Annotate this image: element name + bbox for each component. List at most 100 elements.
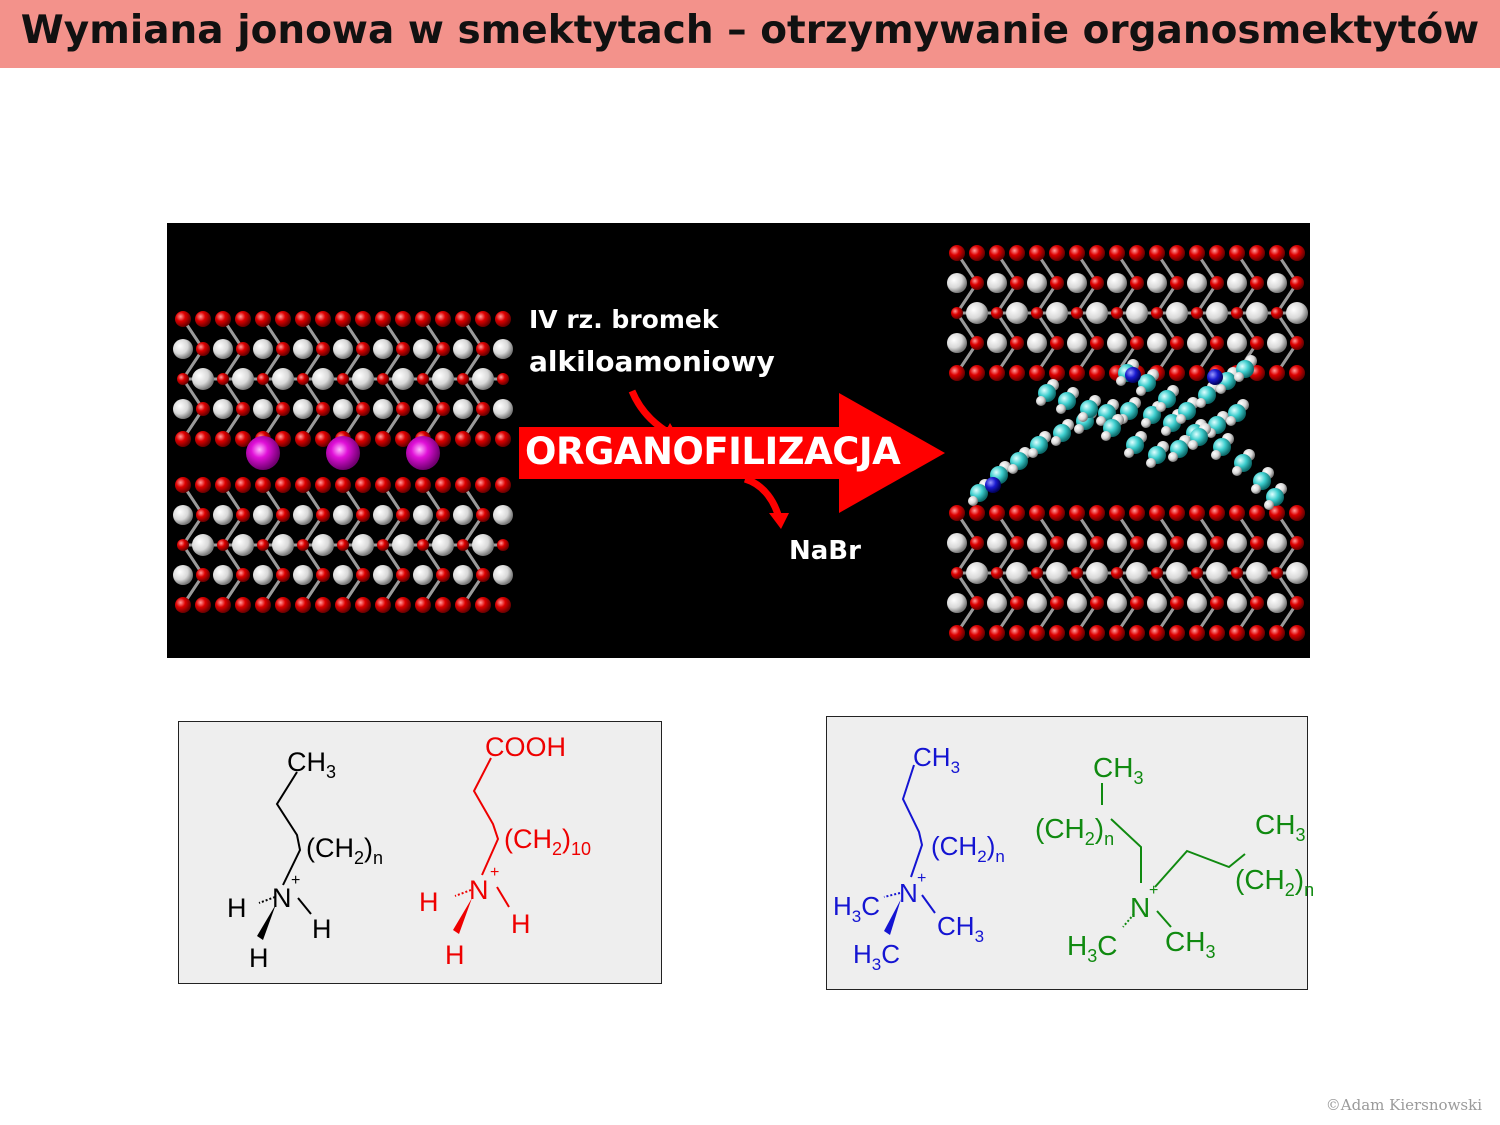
silicon-atom bbox=[413, 339, 433, 359]
oxygen-atom bbox=[355, 477, 371, 493]
oxygen-atom bbox=[235, 597, 251, 613]
hydrogen-atom bbox=[1188, 440, 1198, 450]
oxygen-atom bbox=[1269, 625, 1285, 641]
black-molecule-bonds bbox=[275, 771, 312, 915]
oxygen-atom bbox=[295, 311, 311, 327]
oxygen-atom bbox=[455, 311, 471, 327]
oxygen-atom bbox=[1071, 567, 1083, 579]
oxygen-atom bbox=[1169, 365, 1185, 381]
oxygen-atom bbox=[1269, 365, 1285, 381]
oxygen-atom bbox=[417, 539, 429, 551]
oxygen-atom bbox=[315, 311, 331, 327]
silicon-atom bbox=[253, 505, 273, 525]
oxygen-atom bbox=[1029, 245, 1045, 261]
silicon-atom bbox=[1227, 593, 1247, 613]
oxygen-atom bbox=[1210, 276, 1224, 290]
oxygen-atom bbox=[1089, 505, 1105, 521]
oxygen-atom bbox=[215, 477, 231, 493]
oxygen-atom bbox=[1289, 505, 1305, 521]
oxygen-atom bbox=[335, 311, 351, 327]
silicon-atom bbox=[1107, 333, 1127, 353]
oxygen-atom bbox=[949, 245, 965, 261]
oxygen-atom bbox=[1271, 567, 1283, 579]
oxygen-atom bbox=[1109, 625, 1125, 641]
oxygen-atom bbox=[951, 307, 963, 319]
green-h3c-label: H3C bbox=[1067, 930, 1117, 966]
oxygen-atom bbox=[235, 477, 251, 493]
aluminium-atom bbox=[432, 534, 454, 556]
hydrogen-atom bbox=[1168, 452, 1178, 462]
oxygen-atom bbox=[195, 477, 211, 493]
aluminium-atom bbox=[1126, 562, 1148, 584]
oxygen-atom bbox=[435, 597, 451, 613]
oxygen-atom bbox=[196, 342, 210, 356]
red-n-atom: N bbox=[469, 875, 489, 905]
silicon-atom bbox=[213, 399, 233, 419]
silicon-atom bbox=[333, 399, 353, 419]
silicon-atom bbox=[947, 593, 967, 613]
oxygen-atom bbox=[276, 568, 290, 582]
oxygen-atom bbox=[395, 311, 411, 327]
oxygen-atom bbox=[417, 373, 429, 385]
blue-chain-label: (CH2)n bbox=[931, 831, 1005, 866]
oxygen-atom bbox=[1090, 276, 1104, 290]
organophilization-arrow bbox=[519, 393, 945, 513]
red-molecule-bonds bbox=[472, 757, 510, 908]
oxygen-atom bbox=[455, 597, 471, 613]
black-h-atom-bottom: H bbox=[249, 943, 269, 973]
oxygen-atom bbox=[275, 477, 291, 493]
red-plus-sign: + bbox=[490, 864, 499, 881]
silicon-atom bbox=[947, 333, 967, 353]
oxygen-atom bbox=[275, 311, 291, 327]
oxygen-atom bbox=[1170, 336, 1184, 350]
copyright-notice: ©Adam Kiersnowski bbox=[1325, 1096, 1482, 1114]
oxygen-atom bbox=[969, 505, 985, 521]
oxygen-atom bbox=[1049, 505, 1065, 521]
oxygen-atom bbox=[1111, 307, 1123, 319]
silicon-atom bbox=[1107, 593, 1127, 613]
oxygen-atom bbox=[1009, 365, 1025, 381]
oxygen-atom bbox=[295, 597, 311, 613]
oxygen-atom bbox=[1010, 336, 1024, 350]
oxygen-atom bbox=[1010, 536, 1024, 550]
blue-plus-sign: + bbox=[917, 870, 926, 887]
hydrogen-atom bbox=[1176, 414, 1186, 424]
quaternary-ammonium-structures: CH3 (CH2)n + N H3C CH3 H3C CH3 (CH2)n CH… bbox=[826, 716, 1314, 990]
oxygen-atom bbox=[1111, 567, 1123, 579]
silicon-atom bbox=[253, 399, 273, 419]
oxygen-atom bbox=[1189, 365, 1205, 381]
red-wedge-bond bbox=[453, 898, 472, 934]
silicon-atom bbox=[1267, 533, 1287, 553]
oxygen-atom bbox=[1289, 245, 1305, 261]
oxygen-atom bbox=[375, 477, 391, 493]
nitrogen-atom bbox=[1125, 367, 1141, 383]
silicon-atom bbox=[293, 505, 313, 525]
oxygen-atom bbox=[436, 508, 450, 522]
silicon-atom bbox=[1027, 273, 1047, 293]
oxygen-atom bbox=[257, 539, 269, 551]
silicon-atom bbox=[1067, 333, 1087, 353]
silicon-atom bbox=[1187, 333, 1207, 353]
oxygen-atom bbox=[236, 342, 250, 356]
silicon-atom bbox=[253, 565, 273, 585]
oxygen-atom bbox=[1149, 625, 1165, 641]
oxygen-atom bbox=[1010, 596, 1024, 610]
aluminium-atom bbox=[192, 534, 214, 556]
silicon-atom bbox=[213, 505, 233, 525]
process-label: ORGANOFILIZACJA bbox=[525, 430, 901, 473]
oxygen-atom bbox=[475, 597, 491, 613]
silicon-atom bbox=[947, 533, 967, 553]
silicon-atom bbox=[373, 505, 393, 525]
hydrogen-atom bbox=[1251, 484, 1261, 494]
silicon-atom bbox=[413, 565, 433, 585]
oxygen-atom bbox=[1050, 276, 1064, 290]
silicon-atom bbox=[1067, 533, 1087, 553]
hydrogen-atom bbox=[1101, 431, 1111, 441]
green-chain-left-label: (CH2)n bbox=[1035, 813, 1114, 849]
oxygen-atom bbox=[316, 342, 330, 356]
oxygen-atom bbox=[1129, 625, 1145, 641]
oxygen-atom bbox=[455, 431, 471, 447]
aluminium-atom bbox=[352, 534, 374, 556]
oxygen-atom bbox=[970, 276, 984, 290]
oxygen-atom bbox=[375, 431, 391, 447]
